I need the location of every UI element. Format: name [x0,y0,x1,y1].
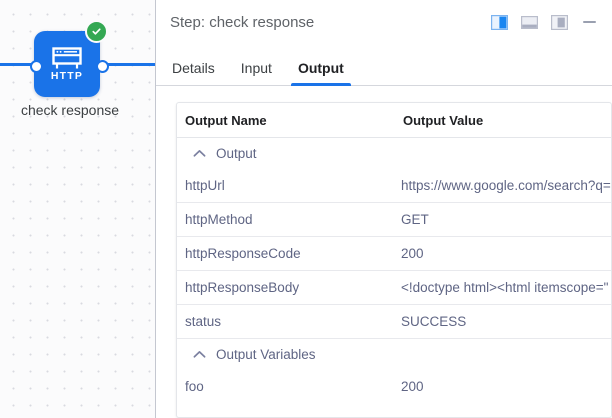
group-toggle-output[interactable]: Output [185,146,603,161]
row-key: httpResponseBody [177,270,393,305]
table-head: Output Name Output Value [177,103,611,138]
table-row[interactable]: httpResponseCode 200 [177,236,611,271]
layout-split-right-icon[interactable] [488,11,510,33]
group-label: Output [216,146,257,161]
workflow-canvas[interactable]: HTTP check response [0,0,156,418]
group-toggle-output-variables[interactable]: Output Variables [185,347,603,362]
group-cell-output[interactable]: Output [177,138,611,170]
output-table-card: Output Name Output Value [176,102,612,418]
panel-divider[interactable] [155,0,156,418]
column-header-output-value: Output Value [393,103,611,138]
input-port[interactable] [30,60,43,73]
group-cell-output-variables[interactable]: Output Variables [177,338,611,370]
node-inner-label: HTTP [50,69,84,82]
row-value: 200 [401,379,424,394]
chevron-up-icon [193,150,206,157]
panel-header: Step: check response [156,0,612,44]
http-browser-window-icon [52,47,82,69]
row-key: httpMethod [177,202,393,237]
row-key: status [177,304,393,339]
table-row[interactable]: foo 200 [177,370,611,403]
table-group-row[interactable]: Output Variables [177,338,611,370]
row-value: https://www.google.com/search?q= [401,178,611,193]
row-key: httpResponseCode [177,236,393,271]
panel-tabs: Details Input Output [156,44,612,86]
panel-title: Step: check response [170,13,315,31]
table-row[interactable]: status SUCCESS [177,304,611,339]
table-body: Output httpUrl https://www.google.com/se… [177,138,611,404]
panel-body: Output Name Output Value [156,86,612,418]
minimize-bar [582,21,596,23]
header-actions [488,11,600,33]
column-header-output-name: Output Name [177,103,393,138]
row-key: httpUrl [185,178,225,193]
http-step-node[interactable]: HTTP [34,31,100,97]
table-row[interactable]: httpUrl https://www.google.com/search?q= [177,169,611,203]
step-detail-panel: Step: check response [156,0,612,418]
chevron-up-icon [193,351,206,358]
group-label: Output Variables [216,347,316,362]
row-value: 200 [393,236,611,271]
layout-bottom-panel-icon[interactable] [518,11,540,33]
status-badge [85,20,108,43]
tab-input[interactable]: Input [240,60,272,76]
layout-floating-panel-icon[interactable] [548,11,570,33]
tab-output[interactable]: Output [290,60,351,86]
row-value: <!doctype html><html itemscope=" [393,270,611,305]
success-check-icon [92,28,101,35]
output-port[interactable] [96,60,109,73]
tab-details[interactable]: Details [172,60,215,76]
table-group-row[interactable]: Output [177,138,611,170]
table-row[interactable]: httpResponseBody <!doctype html><html it… [177,270,611,305]
row-value: SUCCESS [393,304,611,339]
output-table: Output Name Output Value [177,103,611,403]
node-icon-container: HTTP [34,31,100,97]
row-key: foo [185,379,204,394]
node-caption: check response [20,102,120,118]
table-header-row: Output Name Output Value [177,103,611,138]
minimize-icon[interactable] [578,11,600,33]
table-row[interactable]: httpMethod GET [177,202,611,237]
row-value: GET [393,202,611,237]
